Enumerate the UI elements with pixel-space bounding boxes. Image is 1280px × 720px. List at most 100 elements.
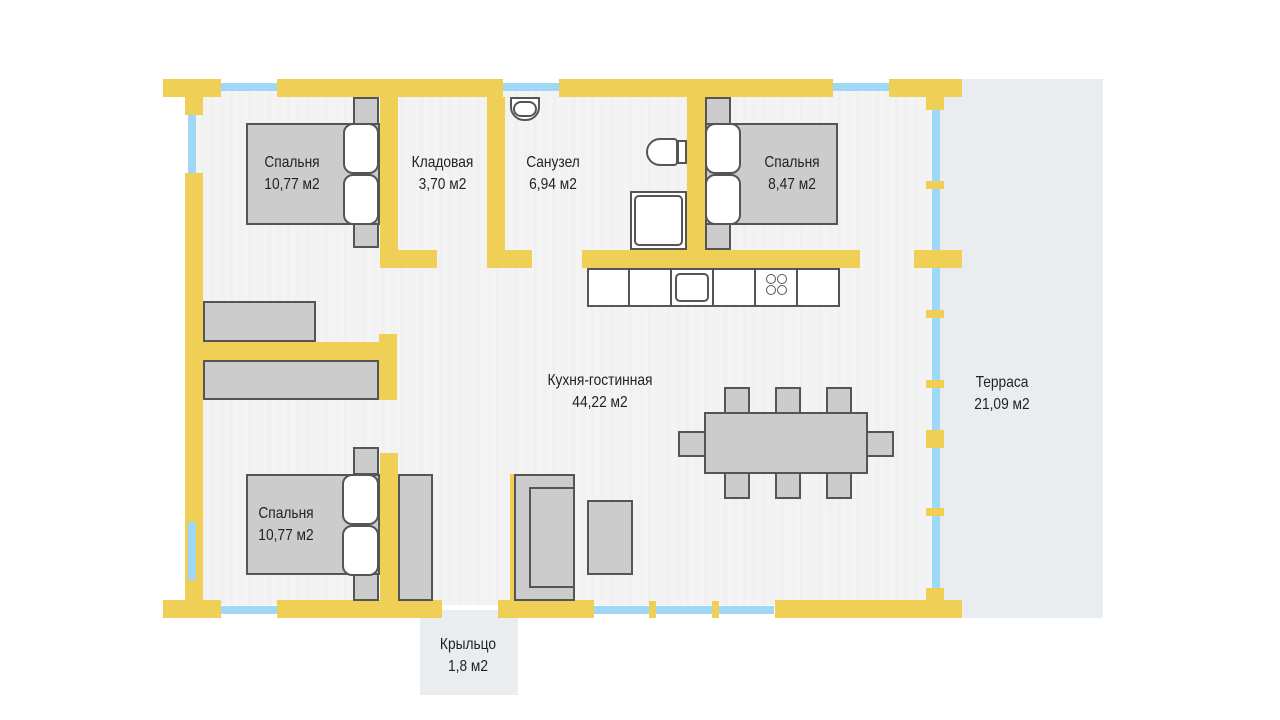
pillow [343, 174, 379, 225]
room-name: Спальня [264, 154, 320, 171]
wall-kitchen-top [582, 250, 860, 268]
pillow [342, 474, 379, 525]
kitchen-counter-unit [587, 268, 630, 307]
dining-chair [775, 387, 801, 414]
wall-pantry-bathroom [487, 97, 505, 267]
pillow [343, 123, 379, 174]
wall-bathroom-bedroom2 [687, 97, 705, 267]
wall-right-mid [914, 250, 962, 268]
wardrobe [398, 474, 433, 601]
window-top-3 [833, 83, 889, 91]
wall-pantry-foot [380, 250, 437, 268]
window-bottom-2 [594, 606, 774, 614]
wall-right-stub-5 [926, 508, 944, 516]
dining-chair [866, 431, 894, 457]
wall-bottom-stub-1 [649, 601, 656, 618]
wardrobe [203, 360, 379, 400]
coffee-table [587, 500, 633, 575]
window-top-1 [221, 83, 277, 91]
wall-bathroom-foot [487, 250, 532, 268]
room-name: Кухня-гостинная [547, 372, 653, 389]
pillow [342, 525, 379, 576]
room-name: Спальня [258, 505, 314, 522]
room-area: 6,94 м2 [529, 176, 577, 193]
room-name: Кладовая [411, 154, 474, 171]
kitchen-counter-unit [712, 268, 756, 307]
room-label-terrace: Терраса 21,09 м2 [964, 372, 1040, 416]
shower-tray-inner [634, 195, 683, 246]
room-area: 21,09 м2 [974, 396, 1030, 413]
wall-bottom-right [775, 600, 962, 618]
wall-left-closet-end [379, 334, 397, 400]
wall-sofa-back [510, 474, 515, 602]
dining-chair [826, 387, 852, 414]
room-name: Крыльцо [439, 636, 497, 653]
wall-bottom-2 [498, 600, 594, 618]
wall-bottom-1 [277, 600, 442, 618]
dining-chair [678, 431, 706, 457]
wall-left-closet-divider [203, 342, 393, 360]
dining-chair [826, 472, 852, 499]
room-label-bathroom: Санузел 6,94 м2 [512, 152, 595, 196]
room-label-kitchen-living: Кухня-гостинная 44,22 м2 [540, 370, 660, 414]
wall-right-stub-4 [926, 430, 944, 448]
room-name: Спальня [764, 154, 820, 171]
room-area: 44,22 м2 [572, 394, 628, 411]
wall-bedroom1-pantry [380, 97, 398, 267]
wall-top-right-post [926, 79, 944, 110]
room-label-porch: Крыльцо 1,8 м2 [428, 634, 507, 678]
room-area: 10,77 м2 [264, 176, 320, 193]
wall-top-2 [559, 79, 833, 97]
wardrobe [203, 301, 316, 342]
stove-burner-icon [777, 285, 787, 295]
stove-burner-icon [766, 274, 776, 284]
room-name: Терраса [975, 374, 1029, 391]
window-bottom-1 [221, 606, 277, 614]
nightstand [353, 573, 379, 601]
nightstand [705, 97, 731, 125]
room-label-bedroom-3: Спальня 10,77 м2 [246, 503, 325, 547]
wall-right-stub-3 [926, 380, 944, 388]
kitchen-counter-unit [796, 268, 840, 307]
pillow [705, 123, 741, 174]
wall-right-stub-2 [926, 310, 944, 318]
sofa-seat [529, 487, 575, 588]
wall-bottom-stub-2 [712, 601, 719, 618]
wall-right-stub-1 [926, 181, 944, 189]
pillow [705, 174, 741, 225]
wall-top-1 [277, 79, 503, 97]
room-area: 1,8 м2 [447, 658, 489, 675]
stove-burner-icon [777, 274, 787, 284]
wall-bedroom3-right [380, 453, 398, 603]
room-area: 10,77 м2 [258, 527, 314, 544]
room-area: 8,47 м2 [768, 176, 816, 193]
dining-chair [724, 472, 750, 499]
room-name: Санузел [526, 154, 580, 171]
room-label-bedroom-2: Спальня 8,47 м2 [754, 152, 830, 196]
kitchen-counter-unit [628, 268, 672, 307]
wall-bottom-left-corner [163, 600, 221, 618]
stove-burner-icon [766, 285, 776, 295]
kitchen-stove [754, 268, 798, 307]
nightstand [353, 447, 379, 475]
wall-left [185, 173, 203, 583]
dining-chair [724, 387, 750, 414]
window-right-2 [932, 268, 940, 590]
sink-inner [513, 101, 537, 117]
room-label-bedroom-1: Спальня 10,77 м2 [252, 152, 331, 196]
toilet-tank [677, 140, 687, 164]
terrace-area [938, 79, 1103, 618]
nightstand [353, 97, 379, 125]
window-left-1 [188, 115, 196, 173]
kitchen-sink [675, 273, 709, 302]
room-area: 3,70 м2 [418, 176, 467, 193]
nightstand [705, 223, 731, 250]
nightstand [353, 223, 379, 248]
room-label-pantry: Кладовая 3,70 м2 [404, 152, 481, 196]
wall-top-left-post [185, 79, 203, 115]
porch-area [420, 610, 518, 695]
dining-table [704, 412, 868, 474]
dining-chair [775, 472, 801, 499]
window-left-2 [188, 522, 196, 584]
window-right-1 [932, 110, 940, 250]
